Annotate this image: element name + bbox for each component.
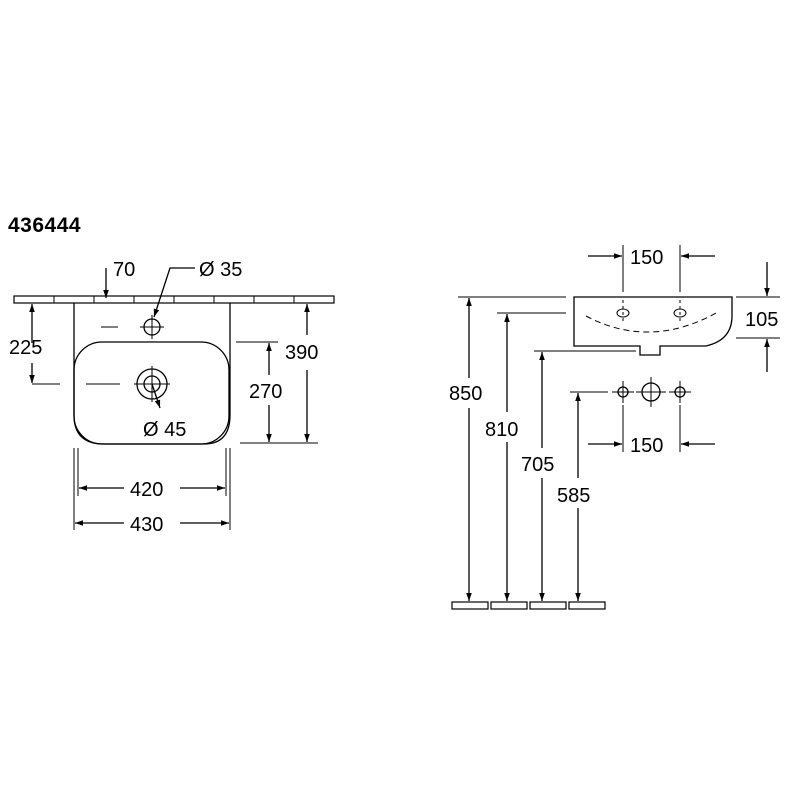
dim-height-585: 585 <box>557 391 608 601</box>
dim-label-diam-45: Ø 45 <box>143 419 186 441</box>
dim-height-810: 810 <box>485 312 566 601</box>
dim-label-585: 585 <box>557 485 590 507</box>
dim-height-105: 105 <box>736 262 780 372</box>
dim-tap-spacing-top: 150 <box>588 245 715 292</box>
front-wall-strip <box>13 295 335 304</box>
dim-label-225: 225 <box>9 337 42 359</box>
dim-label-150-top: 150 <box>630 247 663 269</box>
side-view: 150 105 150 <box>449 245 780 610</box>
dim-faucet-hole-diameter: Ø 35 <box>153 259 242 318</box>
dim-label-810: 810 <box>485 419 518 441</box>
dim-width-420: 420 <box>77 448 227 501</box>
dim-label-420: 420 <box>130 479 163 501</box>
dim-width-430: 430 <box>73 448 231 536</box>
dim-label-390: 390 <box>285 342 318 364</box>
side-floor-strip <box>451 601 606 610</box>
dim-label-430: 430 <box>130 514 163 536</box>
model-number: 436444 <box>8 214 82 237</box>
side-basin <box>573 296 733 356</box>
dim-tap-spacing-bottom: 150 <box>588 405 715 457</box>
dim-label-270: 270 <box>249 381 282 403</box>
faucet-hole <box>101 315 164 339</box>
tap-holes-row <box>612 377 691 407</box>
dim-label-diam-35: Ø 35 <box>199 259 242 281</box>
dim-height-705: 705 <box>521 350 636 601</box>
dim-height-850: 850 <box>449 296 566 601</box>
drain-hole <box>86 366 170 409</box>
front-view: 70 Ø 35 Ø 45 225 390 270 <box>9 259 335 536</box>
dim-label-850: 850 <box>449 383 482 405</box>
dim-depth-270: 270 <box>236 341 282 442</box>
dim-height-225: 225 <box>9 304 60 385</box>
dim-label-70: 70 <box>113 259 135 281</box>
dim-label-705: 705 <box>521 454 554 476</box>
dim-depth-390: 390 <box>240 304 318 444</box>
dim-label-105: 105 <box>745 309 778 331</box>
dim-label-150-bottom: 150 <box>630 435 663 457</box>
bowl-outline <box>73 341 230 445</box>
dim-faucet-offset: 70 <box>103 259 135 298</box>
